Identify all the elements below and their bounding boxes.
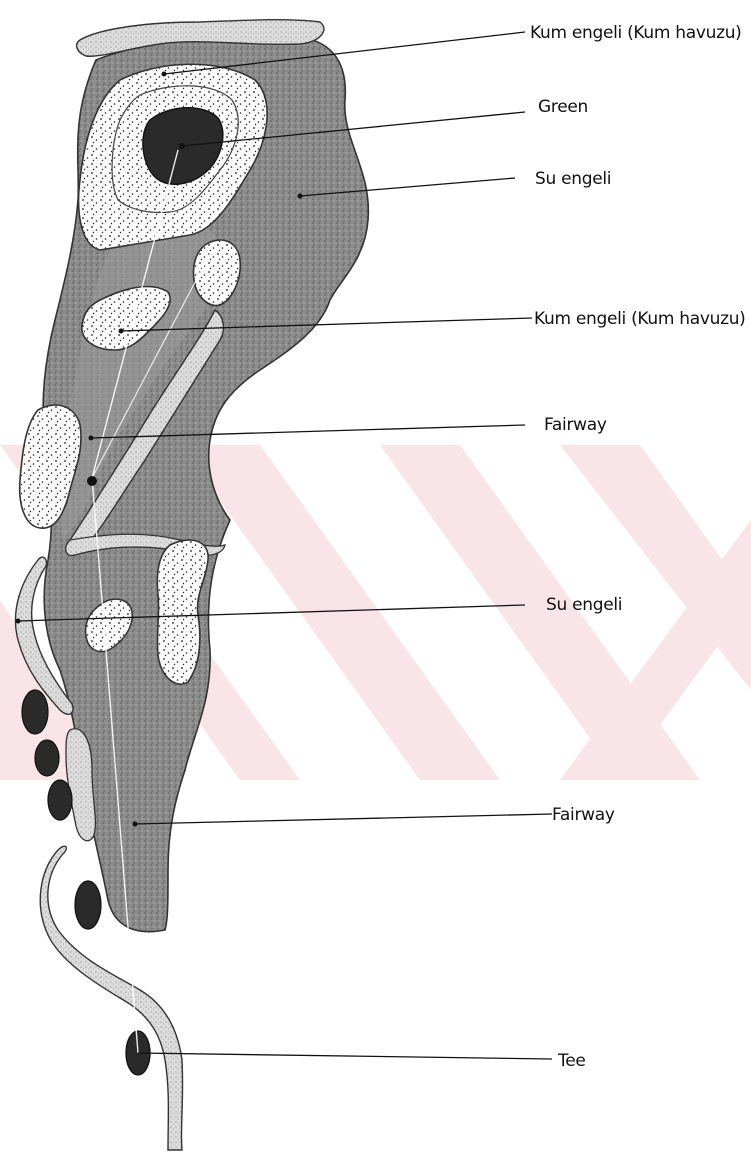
pond bbox=[22, 690, 48, 734]
pond bbox=[48, 780, 72, 820]
label-fairway-lower: Fairway bbox=[552, 805, 615, 825]
aim-point bbox=[87, 476, 97, 486]
pond bbox=[75, 881, 101, 929]
label-green: Green bbox=[538, 97, 588, 117]
label-water-top: Su engeli bbox=[535, 169, 611, 189]
label-fairway-upper: Fairway bbox=[544, 415, 607, 435]
label-sand-trap-top: Kum engeli (Kum havuzu) bbox=[530, 23, 742, 43]
label-sand-trap-mid: Kum engeli (Kum havuzu) bbox=[534, 309, 746, 329]
pond bbox=[35, 740, 59, 776]
label-water-lower: Su engeli bbox=[546, 595, 622, 615]
label-tee: Tee bbox=[557, 1051, 586, 1071]
